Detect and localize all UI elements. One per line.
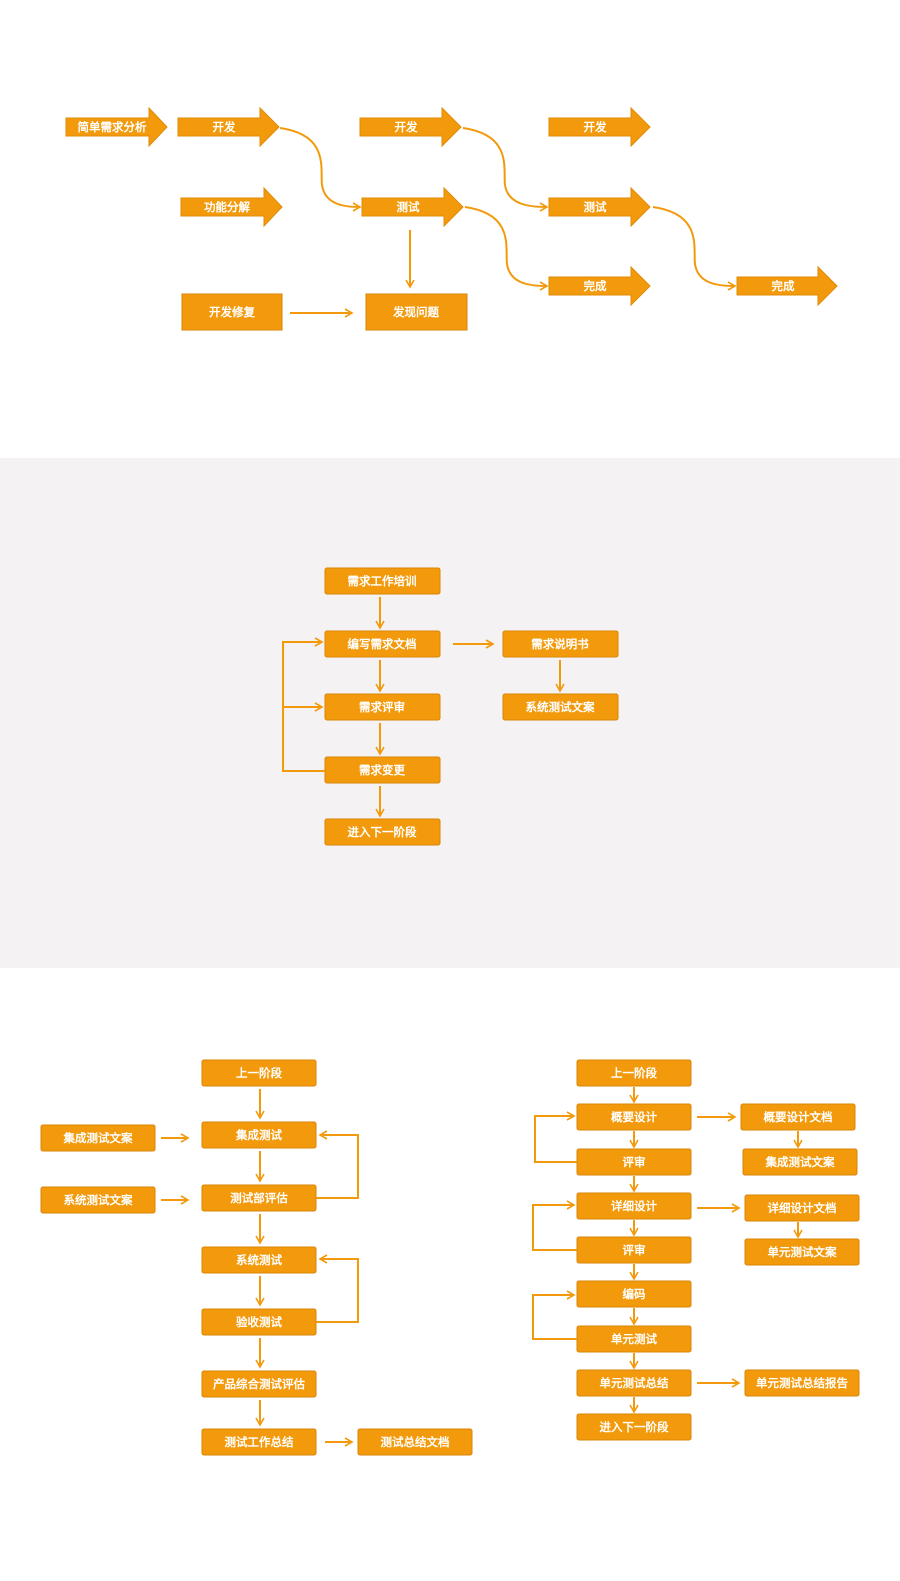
node-detail-design: 详细设计	[576, 1192, 692, 1220]
svg-text:集成测试文案: 集成测试文案	[63, 1131, 133, 1145]
svg-text:详细设计文档: 详细设计文档	[768, 1201, 837, 1215]
node-prev-right: 上一阶段	[576, 1059, 692, 1087]
svg-text:单元测试总结: 单元测试总结	[600, 1376, 669, 1390]
svg-text:集成测试文案: 集成测试文案	[765, 1155, 835, 1169]
node-acceptance: 验收测试	[201, 1308, 317, 1336]
node-system-plan-left: 系统测试文案	[40, 1186, 156, 1214]
node-unit-plan: 单元测试文案	[744, 1238, 860, 1266]
connector-dev1-to-test1	[279, 127, 362, 212]
svg-text:详细设计: 详细设计	[611, 1199, 657, 1213]
svg-text:测试: 测试	[397, 200, 420, 214]
box-fix: 开发修复	[181, 293, 283, 331]
svg-text:发现问题: 发现问题	[392, 305, 439, 319]
node-summary-doc: 测试总结文档	[357, 1428, 473, 1456]
svg-text:产品综合测试评估: 产品综合测试评估	[213, 1377, 305, 1391]
svg-text:开发: 开发	[213, 120, 236, 134]
connector-test2-to-done2	[652, 206, 737, 291]
svg-text:集成测试: 集成测试	[235, 1128, 282, 1142]
svg-text:系统测试文案: 系统测试文案	[64, 1193, 133, 1207]
node-change: 需求变更	[324, 756, 441, 784]
node-outline-design: 概要设计	[576, 1103, 692, 1131]
svg-text:单元测试: 单元测试	[611, 1332, 657, 1346]
testing-flow-diagram: 上一阶段 集成测试 测试部评估 系统测试 验收测试 产品综合测试评估 测试工作总…	[40, 1059, 860, 1456]
connector-dev2-to-test2	[462, 127, 549, 212]
svg-text:验收测试: 验收测试	[236, 1315, 282, 1329]
step-test-2: 测试	[548, 186, 651, 228]
node-spec: 需求说明书	[502, 630, 619, 658]
node-writing: 编写需求文档	[324, 630, 441, 658]
node-systest-plan: 系统测试文案	[502, 693, 619, 721]
step-done-1: 完成	[548, 265, 651, 307]
svg-text:单元测试文案: 单元测试文案	[768, 1245, 837, 1259]
connector-unit-loop	[532, 1290, 577, 1340]
testing-flow-panel: 上一阶段 集成测试 测试部评估 系统测试 验收测试 产品综合测试评估 测试工作总…	[0, 968, 900, 1581]
node-review: 需求评审	[324, 693, 441, 721]
svg-text:评审: 评审	[623, 1243, 646, 1257]
svg-text:系统测试文案: 系统测试文案	[526, 700, 595, 714]
svg-text:上一阶段: 上一阶段	[236, 1066, 282, 1080]
connector-review1-loop	[534, 1111, 577, 1163]
node-unit-test: 单元测试	[576, 1325, 692, 1353]
box-issue: 发现问题	[365, 293, 468, 331]
svg-text:测试: 测试	[584, 200, 607, 214]
svg-text:评审: 评审	[623, 1155, 646, 1169]
svg-text:完成: 完成	[772, 279, 795, 293]
svg-text:概要设计: 概要设计	[611, 1110, 657, 1124]
node-unit-summary: 单元测试总结	[576, 1369, 692, 1397]
svg-text:编码: 编码	[623, 1287, 646, 1301]
node-review-2: 评审	[576, 1236, 692, 1264]
svg-text:上一阶段: 上一阶段	[611, 1066, 657, 1080]
svg-text:需求评审: 需求评审	[359, 700, 405, 714]
step-decompose: 功能分解	[180, 186, 283, 228]
svg-text:功能分解: 功能分解	[204, 200, 250, 214]
node-next-right: 进入下一阶段	[576, 1413, 692, 1441]
step-test-1: 测试	[361, 186, 464, 228]
svg-text:进入下一阶段: 进入下一阶段	[348, 825, 417, 839]
requirement-flow-panel: 需求工作培训 编写需求文档 需求评审 需求变更 进入下一阶段 需求说明书 系统测…	[0, 458, 900, 968]
svg-text:系统测试: 系统测试	[236, 1253, 282, 1267]
svg-text:需求工作培训: 需求工作培训	[348, 574, 417, 588]
node-coding: 编码	[576, 1280, 692, 1308]
svg-text:测试部评估: 测试部评估	[230, 1191, 288, 1205]
step-done-2: 完成	[736, 265, 838, 307]
node-detail-doc: 详细设计文档	[744, 1194, 860, 1222]
requirement-flow-diagram: 需求工作培训 编写需求文档 需求评审 需求变更 进入下一阶段 需求说明书 系统测…	[282, 567, 619, 846]
node-work-summary: 测试工作总结	[201, 1428, 317, 1456]
iteration-flow-diagram: 简单需求分析 开发 功能分解 开发 测试 开发 测试 完成 完成 开发修复 发现…	[65, 106, 838, 331]
connector-dept-loop	[316, 1130, 359, 1199]
node-unit-report: 单元测试总结报告	[744, 1369, 860, 1397]
step-dev-2: 开发	[359, 106, 462, 148]
svg-text:测试总结文档: 测试总结文档	[381, 1435, 450, 1449]
step-dev-3: 开发	[548, 106, 651, 148]
svg-text:测试工作总结: 测试工作总结	[225, 1435, 294, 1449]
node-prev-left: 上一阶段	[201, 1059, 317, 1087]
node-integration-plan-left: 集成测试文案	[40, 1124, 156, 1152]
node-integration-test: 集成测试	[201, 1121, 317, 1149]
node-training: 需求工作培训	[324, 567, 441, 595]
svg-text:开发: 开发	[395, 120, 418, 134]
svg-text:需求变更: 需求变更	[359, 763, 405, 777]
node-next: 进入下一阶段	[324, 818, 441, 846]
node-review-1: 评审	[576, 1148, 692, 1176]
step-analysis: 简单需求分析	[65, 106, 168, 148]
svg-text:进入下一阶段: 进入下一阶段	[600, 1420, 669, 1434]
node-system-test: 系统测试	[201, 1246, 317, 1274]
node-outline-doc: 概要设计文档	[740, 1103, 856, 1131]
svg-text:编写需求文档: 编写需求文档	[348, 637, 417, 651]
node-dept-eval: 测试部评估	[201, 1184, 317, 1212]
step-dev-1: 开发	[177, 106, 280, 148]
svg-text:开发修复: 开发修复	[209, 305, 255, 319]
svg-text:完成: 完成	[584, 279, 607, 293]
svg-text:简单需求分析: 简单需求分析	[78, 120, 147, 134]
node-integration-plan-right: 集成测试文案	[742, 1148, 858, 1176]
node-product-eval: 产品综合测试评估	[201, 1370, 317, 1398]
svg-text:概要设计文档: 概要设计文档	[764, 1110, 833, 1124]
connector-review2-loop	[532, 1200, 577, 1251]
connector-test1-to-done1	[464, 206, 549, 291]
svg-text:单元测试总结报告: 单元测试总结报告	[756, 1376, 848, 1390]
connector-acceptance-loop	[316, 1254, 359, 1323]
iteration-flow-panel: 简单需求分析 开发 功能分解 开发 测试 开发 测试 完成 完成 开发修复 发现…	[0, 0, 900, 458]
svg-text:需求说明书: 需求说明书	[531, 637, 589, 651]
svg-text:开发: 开发	[584, 120, 607, 134]
